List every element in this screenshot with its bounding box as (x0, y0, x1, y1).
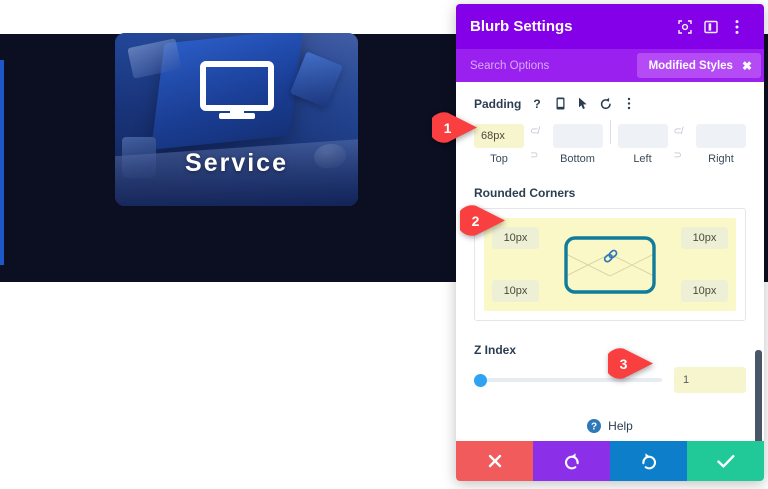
hover-cursor-icon[interactable] (576, 96, 590, 111)
panel-footer-actions (456, 441, 764, 481)
close-icon (488, 454, 501, 468)
callout-marker-3: 3 (604, 348, 654, 379)
padding-top-cell: Top (474, 123, 524, 165)
focus-target-icon[interactable] (672, 14, 698, 40)
link-chain-icon (603, 249, 618, 263)
close-icon[interactable]: ✖ (741, 58, 752, 73)
svg-text:?: ? (534, 97, 541, 110)
padding-label: Padding (474, 96, 522, 111)
padding-header: Padding ? (474, 96, 746, 111)
help-circle-icon: ? (587, 419, 602, 433)
padding-left-caption: Left (633, 152, 652, 165)
blurb-content: Service (115, 33, 358, 206)
z-index-label: Z Index (474, 343, 517, 357)
undo-icon (564, 453, 579, 470)
callout-number: 2 (471, 212, 480, 229)
z-index-slider[interactable] (474, 372, 662, 388)
rounded-corners-box (474, 208, 746, 321)
more-vertical-icon[interactable] (724, 14, 750, 40)
redo-button[interactable] (610, 441, 687, 481)
slider-handle[interactable] (474, 373, 487, 387)
layout-panel-icon[interactable] (698, 14, 724, 40)
rounded-corners-section: Rounded Corners (474, 186, 746, 321)
reset-icon[interactable] (599, 96, 613, 111)
rounded-corners-label: Rounded Corners (474, 186, 576, 200)
padding-left-cell: Left (617, 123, 668, 165)
rounded-corner-bottom-left-field[interactable] (492, 280, 539, 302)
blurb-module-card[interactable]: Service (115, 33, 358, 206)
responsive-device-icon[interactable] (553, 96, 567, 111)
help-link[interactable]: ? Help (474, 419, 746, 433)
padding-horizontal-pair: Left ⊂/⊃ Right (617, 120, 746, 168)
checkmark-icon (716, 454, 734, 468)
callout-marker-1: 1 (428, 112, 478, 143)
modified-styles-badge[interactable]: Modified Styles ✖ (636, 53, 761, 78)
padding-section: Padding ? (474, 96, 746, 168)
scrollbar-thumb[interactable] (755, 350, 762, 441)
callout-pin-icon (456, 205, 505, 236)
callout-marker-2: 2 (456, 205, 506, 236)
padding-divider (609, 120, 611, 144)
callout-number: 3 (619, 355, 628, 372)
monitor-icon (199, 61, 274, 119)
rounded-corners-preview (564, 235, 656, 294)
help-label: Help (608, 419, 633, 433)
panel-header: Blurb Settings (456, 4, 764, 49)
svg-text:?: ? (591, 422, 597, 433)
cancel-button[interactable] (456, 441, 533, 481)
padding-right-field[interactable] (696, 123, 746, 148)
padding-top-field[interactable] (474, 123, 524, 148)
slider-track (474, 378, 662, 382)
padding-bottom-cell: Bottom (552, 123, 603, 165)
redo-icon (641, 453, 656, 470)
padding-left-field[interactable] (617, 123, 668, 148)
padding-horizontal-link-icon[interactable]: ⊂/⊃ (673, 126, 684, 161)
save-button[interactable] (687, 441, 764, 481)
search-input[interactable] (470, 59, 637, 72)
callout-pin-icon (604, 348, 653, 379)
undo-button[interactable] (533, 441, 610, 481)
padding-bottom-caption: Bottom (560, 152, 595, 165)
panel-title: Blurb Settings (470, 18, 573, 35)
z-index-section: Z Index ? Help (474, 343, 746, 433)
callout-pin-icon (428, 112, 477, 143)
panel-body: Padding ? (456, 82, 764, 441)
more-vertical-icon[interactable] (622, 96, 636, 111)
z-index-row (474, 367, 746, 393)
rounded-corner-bottom-right-field[interactable] (681, 280, 728, 302)
blurb-title: Service (185, 149, 288, 177)
padding-bottom-field[interactable] (552, 123, 603, 148)
rounded-corner-top-right-field[interactable] (681, 227, 728, 249)
padding-right-cell: Right (696, 123, 746, 165)
callout-number: 1 (443, 119, 452, 136)
rounded-corners-stage (484, 218, 736, 311)
blurb-settings-modal: Blurb Settings (456, 4, 764, 481)
padding-top-caption: Top (490, 152, 508, 165)
padding-vertical-link-icon[interactable]: ⊂/⊃ (530, 126, 540, 161)
modified-styles-label: Modified Styles (648, 59, 733, 72)
z-index-field[interactable] (674, 367, 746, 393)
padding-vertical-pair: Top ⊂/⊃ Bottom (474, 120, 603, 168)
padding-fields: Top ⊂/⊃ Bottom Left (474, 120, 746, 168)
panel-search-bar: Modified Styles ✖ (456, 49, 764, 82)
panel-scrollbar[interactable] (755, 82, 762, 441)
help-icon[interactable]: ? (530, 96, 544, 111)
rounded-corner-top-left-field[interactable] (492, 227, 539, 249)
padding-right-caption: Right (708, 152, 734, 165)
preview-accent-strip (0, 60, 4, 265)
